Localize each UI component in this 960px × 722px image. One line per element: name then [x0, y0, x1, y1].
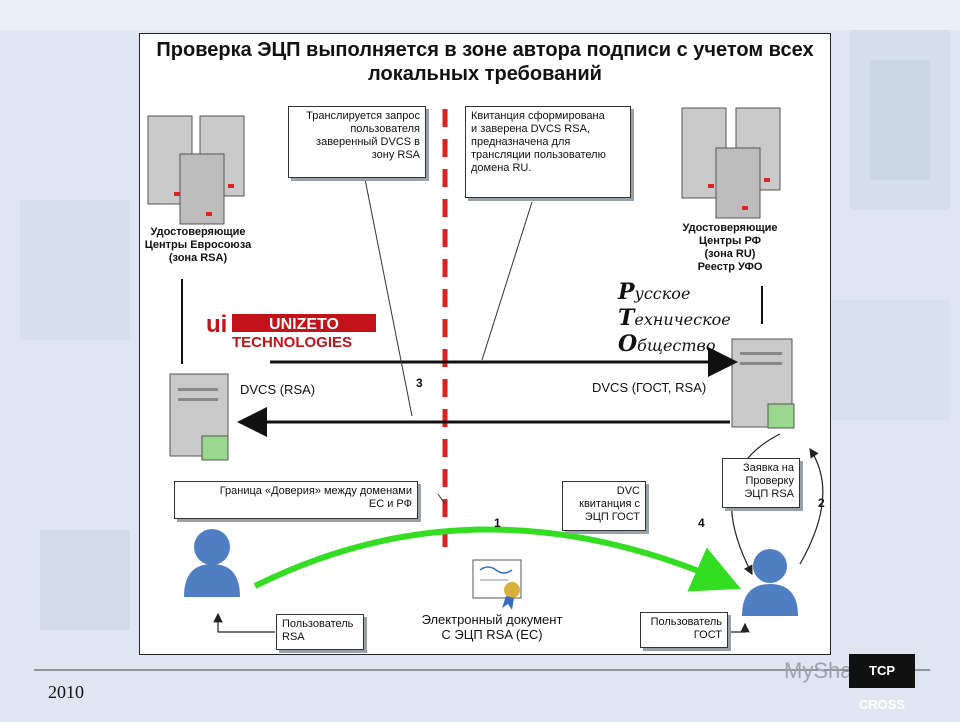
dvcs-rsa-server-icon: [169, 373, 229, 461]
callout-request: Транслируется запрос пользователя завере…: [288, 106, 426, 178]
dvcs-rsa-label: DVCS (RSA): [240, 382, 316, 397]
step-2: 2: [818, 496, 825, 510]
diagram-title: Проверка ЭЦП выполняется в зоне автора п…: [156, 39, 814, 85]
verify-request-box: Заявка на Проверку ЭЦП RSA: [722, 458, 800, 508]
ru-centers-label: Удостоверяющие Центры РФ (зона RU) Реест…: [682, 222, 778, 273]
user-rsa-icon: [184, 529, 240, 597]
user-gost-box: Пользователь ГОСТ: [640, 612, 728, 648]
dvcs-gost-label: DVCS (ГОСТ, RSA): [592, 380, 707, 395]
ru-server-cluster-icon: [681, 107, 781, 219]
dvc-receipt-box: DVC квитанция с ЭЦП ГОСТ: [562, 481, 646, 531]
document-label: Электронный документ С ЭЦП RSA (ЕС): [421, 612, 563, 642]
tcp-cross-logo: TCP CROSS: [849, 654, 915, 712]
callout-receipt: Квитанция сформирована и заверена DVCS R…: [465, 106, 631, 198]
diagram-graphics: ui UNIZETO TECHNOLOGIES: [147, 107, 824, 633]
step-3: 3: [416, 376, 423, 390]
slide-year: 2010: [48, 682, 84, 702]
diagram-panel: Проверка ЭЦП выполняется в зоне автора п…: [139, 33, 831, 655]
step-1: 1: [494, 516, 501, 530]
unizeto-brand: UNIZETO: [269, 316, 339, 333]
eu-centers-label: Удостоверяющие Центры Евросоюза (зона RS…: [144, 226, 252, 264]
user-rsa-box: Пользователь RSA: [276, 614, 364, 650]
document-transfer-arrow: [253, 526, 741, 592]
certificate-document-icon: [472, 559, 522, 610]
trust-border-box: Граница «Доверия» между доменами ЕС и РФ: [174, 481, 418, 519]
dvcs-gost-server-icon: [731, 338, 795, 429]
step-4: 4: [698, 516, 705, 530]
eu-server-cluster-icon: [147, 115, 245, 225]
unizeto-sub: TECHNOLOGIES: [232, 334, 352, 351]
unizeto-logo: ui UNIZETO TECHNOLOGIES: [206, 311, 376, 351]
user-gost-icon: [742, 549, 798, 616]
rto-logo: Русское Техническое Общество: [618, 279, 731, 357]
svg-text:ui: ui: [206, 311, 227, 338]
